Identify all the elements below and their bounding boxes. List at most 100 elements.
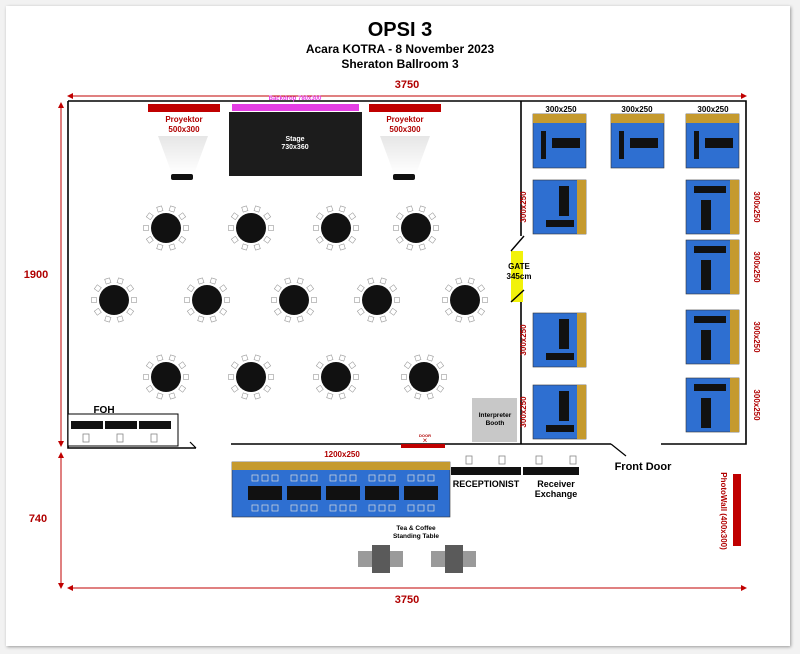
chair-icon [116, 433, 124, 443]
chair-icon [349, 474, 357, 482]
registration-size: 1200x250 [324, 450, 360, 459]
chair-icon [178, 212, 187, 221]
projector-right-label: Proyektor [386, 115, 423, 124]
registration-table [326, 486, 360, 500]
round-table [313, 354, 359, 400]
standing-table-1 [358, 545, 403, 573]
chair-icon [290, 504, 298, 512]
chair-icon [263, 361, 272, 370]
registration-header [232, 462, 450, 470]
registration-table [287, 486, 321, 500]
booth-left-1: 300x250 [519, 179, 587, 235]
projector-screen-right [369, 104, 441, 112]
chair-icon [253, 243, 261, 251]
chair-icon [348, 361, 357, 370]
booth-right-2-size: 300x250 [752, 251, 761, 283]
round-table [228, 205, 274, 251]
chair-icon [329, 504, 337, 512]
chair-icon [455, 315, 463, 323]
chair-icon [367, 277, 375, 285]
chair-icon [178, 361, 187, 370]
chair-icon [436, 361, 445, 370]
chair-icon [230, 384, 239, 393]
booth-top-1-size: 300x250 [545, 105, 577, 114]
chair-icon [209, 277, 217, 285]
chair-icon [168, 354, 176, 362]
stage-size-label: 730x360 [281, 144, 308, 151]
round-table [91, 277, 137, 323]
door-x-icon: × [423, 436, 428, 445]
chair-icon [145, 361, 154, 370]
chair-icon [116, 277, 124, 285]
chair-icon [367, 315, 375, 323]
bottom-width-label: 3750 [395, 594, 419, 606]
chair-icon [300, 474, 308, 482]
backdrop [232, 104, 359, 111]
chair-icon [315, 212, 324, 221]
photowall-label: PhotoWall (400x300) [719, 472, 728, 550]
chair-icon [263, 384, 272, 393]
chair-icon [168, 392, 176, 400]
round-table [143, 354, 189, 400]
chair-icon [168, 243, 176, 251]
chair-icon [296, 315, 304, 323]
chair-icon [183, 374, 189, 380]
chair-icon [183, 225, 189, 231]
chair-icon [444, 307, 453, 316]
round-table [442, 277, 488, 323]
chair-icon [326, 243, 334, 251]
chair-icon [156, 205, 164, 213]
chair-icon [389, 284, 398, 293]
chair-icon [394, 297, 400, 303]
round-table [313, 205, 359, 251]
chair-icon [284, 277, 292, 285]
round-table [143, 205, 189, 251]
chair-icon [268, 225, 274, 231]
booth-right-4: 300x250 [685, 377, 761, 433]
chair-icon [444, 284, 453, 293]
registration-table [248, 486, 282, 500]
chair-icon [354, 297, 360, 303]
photowall [733, 474, 741, 546]
chair-icon [338, 354, 346, 362]
chair-icon [348, 235, 357, 244]
interpreter-booth [472, 398, 517, 442]
chair-icon [156, 392, 164, 400]
gate-size: 345cm [507, 272, 532, 281]
small-door-label: DOOR [419, 433, 431, 438]
chair-icon [104, 277, 112, 285]
booth-right-1-size: 300x250 [752, 191, 761, 223]
backdrop-label: Backdrop 780x300 [269, 96, 322, 102]
booth-right-4-size: 300x250 [752, 389, 761, 421]
chair-icon [230, 235, 239, 244]
booth-top-2-size: 300x250 [621, 105, 653, 114]
receiver-label-2: Exchange [535, 489, 578, 499]
projector-right-size: 500x300 [389, 125, 421, 134]
chair-icon [378, 474, 386, 482]
chair-icon [427, 504, 435, 512]
booth-left-2-size: 300x250 [519, 324, 528, 356]
chair-icon [263, 212, 272, 221]
table-top [99, 285, 129, 315]
foh-label: FOH [93, 405, 114, 416]
chair-icon [349, 504, 357, 512]
projector-left-label: Proyektor [165, 115, 202, 124]
round-tables [91, 205, 488, 400]
table-top [362, 285, 392, 315]
interpreter-label-2: Booth [486, 420, 505, 427]
chair-icon [388, 474, 396, 482]
chair-icon [273, 284, 282, 293]
chair-icon [417, 504, 425, 512]
chair-icon [338, 392, 346, 400]
chair-icon [263, 235, 272, 244]
chair-icon [156, 354, 164, 362]
stage [229, 112, 362, 176]
chair-icon [313, 225, 319, 231]
chair-icon [230, 361, 239, 370]
chair-icon [82, 433, 90, 443]
chair-icon [91, 297, 97, 303]
chair-icon [116, 315, 124, 323]
chair-icon [126, 307, 135, 316]
chair-icon [498, 455, 506, 465]
chair-icon [477, 284, 486, 293]
